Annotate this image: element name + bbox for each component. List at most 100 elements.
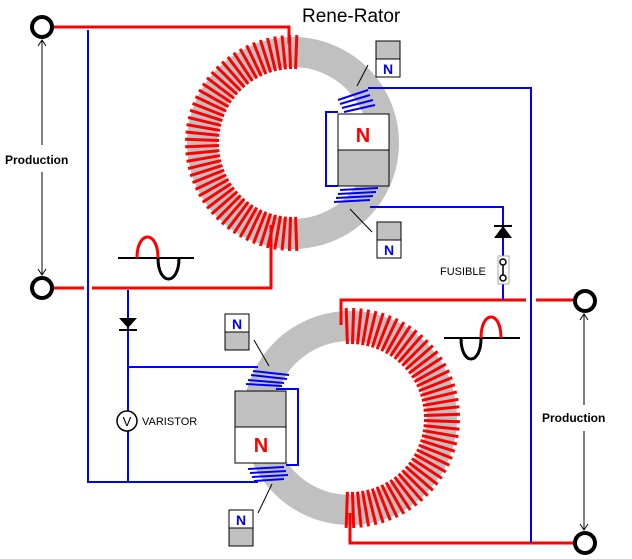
winding-turn — [413, 362, 447, 384]
winding-turn — [273, 215, 282, 250]
winding-turn — [191, 168, 225, 185]
winding-turn — [361, 309, 371, 346]
winding-turn — [401, 339, 429, 367]
winding-turn — [187, 159, 222, 171]
winding-turn — [416, 448, 450, 467]
winding-turn — [350, 491, 356, 528]
winding-turn — [294, 35, 299, 70]
winding-turn — [411, 356, 443, 379]
winding-turn — [280, 216, 287, 251]
winding-turn — [198, 88, 230, 109]
winding-turn — [418, 376, 453, 393]
winding-turn — [215, 194, 242, 221]
fuse-icon — [497, 255, 510, 285]
winding-turn — [201, 82, 232, 104]
winding-turn — [393, 476, 418, 507]
winding-turn — [356, 308, 363, 345]
winding-turn — [413, 452, 447, 474]
winding-turn — [397, 472, 424, 502]
winding-turn — [375, 486, 392, 521]
production-arrow-left — [37, 39, 47, 276]
red-output-wires — [53, 25, 574, 545]
winding-turn — [421, 434, 458, 446]
winding-turn — [411, 457, 443, 480]
winding-turn — [220, 60, 246, 89]
winding-turn — [191, 101, 225, 118]
winding-turn — [404, 465, 434, 492]
magnet-north-label: N — [254, 435, 268, 457]
winding-turn — [384, 481, 406, 515]
top-upper-blue-coil — [337, 89, 376, 113]
winding-turn — [370, 488, 385, 524]
winding-turn — [380, 484, 399, 519]
terminal-top-left[interactable] — [30, 15, 54, 39]
winding-turn — [252, 41, 268, 75]
winding-turn — [215, 65, 242, 92]
fuse-label: FUSIBLE — [440, 266, 486, 278]
bottom-upper-blue-coil — [245, 370, 290, 387]
winding-turn — [287, 216, 293, 251]
svg-text:V: V — [123, 414, 132, 429]
production-label-right: Production — [542, 411, 605, 425]
bottom-toroid-red-winding — [344, 308, 460, 528]
winding-turn — [189, 108, 223, 123]
varistor-icon: V — [116, 410, 138, 432]
winding-turn — [294, 216, 299, 251]
winding-turn — [423, 405, 460, 412]
winding-turn — [404, 344, 434, 371]
winding-turn — [420, 383, 456, 398]
winding-turn — [370, 312, 385, 348]
winding-turn — [416, 369, 450, 388]
magnet-north-label: N — [356, 125, 370, 147]
winding-turn — [393, 329, 418, 360]
bottom-magnet-blue-loop — [276, 388, 299, 466]
winding-turn — [258, 213, 273, 247]
winding-turn — [344, 308, 349, 345]
winding-turn — [423, 412, 460, 417]
winding-turn — [258, 39, 273, 73]
winding-turn — [185, 149, 220, 156]
top-lower-blue-coil — [333, 187, 379, 203]
svg-text:N: N — [383, 61, 393, 77]
terminal-bottom-left[interactable] — [30, 276, 54, 300]
winding-turn — [238, 48, 259, 80]
winding-turn — [420, 438, 456, 453]
winding-turn — [366, 489, 378, 526]
top-toroid-red-winding — [185, 35, 299, 251]
varistor-label: VARISTOR — [142, 416, 197, 428]
winding-turn — [185, 144, 220, 149]
svg-text:N: N — [384, 242, 394, 258]
terminal-bottom-right[interactable] — [573, 531, 597, 555]
terminal-top-right[interactable] — [573, 289, 597, 313]
winding-turn — [186, 154, 221, 163]
winding-turn — [422, 429, 459, 439]
winding-turn — [423, 424, 460, 431]
winding-turn — [273, 36, 282, 71]
winding-turn — [226, 201, 250, 230]
winding-turn — [389, 325, 412, 357]
winding-turn — [206, 186, 235, 210]
small-magnet-top-lower: N — [349, 208, 402, 259]
winding-turn — [266, 37, 277, 72]
winding-turn — [389, 479, 412, 511]
winding-turn — [210, 190, 239, 216]
winding-turn — [210, 70, 239, 96]
winding-turn — [189, 163, 223, 178]
top-magnet-blue-loop — [325, 111, 338, 187]
winding-turn — [350, 308, 356, 345]
winding-turn — [226, 56, 250, 85]
winding-turn — [380, 317, 399, 352]
small-magnet-top-upper: N — [356, 40, 401, 87]
winding-turn — [356, 491, 363, 528]
winding-turn — [361, 490, 371, 527]
winding-turn — [366, 310, 378, 347]
diagram-title: Rene-Rator — [302, 6, 401, 27]
winding-turn — [384, 321, 406, 355]
winding-turn — [198, 177, 230, 198]
winding-turn — [185, 130, 220, 137]
diode-right-icon — [494, 225, 512, 238]
diode-left-icon — [119, 318, 137, 331]
winding-turn — [185, 137, 220, 142]
top-center-magnet: N — [337, 113, 390, 187]
